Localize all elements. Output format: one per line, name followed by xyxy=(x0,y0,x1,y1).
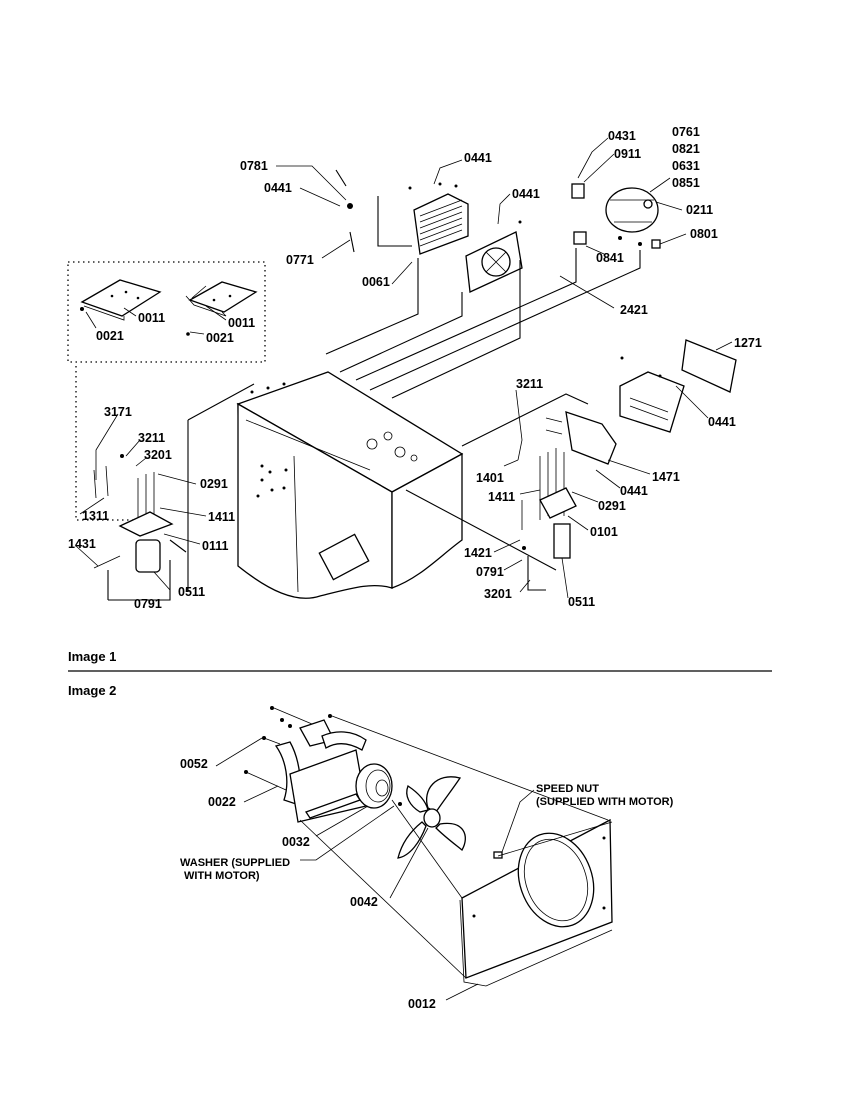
label-0441-b: 0441 xyxy=(464,151,492,165)
label-0791-left: 0791 xyxy=(134,597,162,611)
label-1411-right: 1411 xyxy=(488,490,515,504)
label-0841: 0841 xyxy=(596,251,624,265)
label-speed-nut-line2: (SUPPLIED WITH MOTOR) xyxy=(536,796,674,808)
inset-dotted-border xyxy=(67,261,266,363)
label-0101: 0101 xyxy=(590,525,618,539)
small-parts xyxy=(93,169,526,550)
label-2421: 2421 xyxy=(620,303,648,317)
label-0441-a: 0441 xyxy=(264,181,292,195)
label-0021-a: 0021 xyxy=(96,329,124,343)
label-1431: 1431 xyxy=(68,537,96,551)
assembly-lines-image2 xyxy=(245,707,613,979)
label-1421: 1421 xyxy=(464,546,492,560)
label-3171: 3171 xyxy=(104,405,132,419)
label-0021-b: 0021 xyxy=(206,331,234,345)
label-3211-left: 3211 xyxy=(138,431,165,445)
capacitor-left xyxy=(93,472,174,573)
image2-caption: Image 2 xyxy=(68,683,116,698)
image1-exploded-view: 0431 0911 0761 0821 0631 0851 0781 0441 … xyxy=(67,125,762,611)
cabinet-body xyxy=(236,371,464,599)
fan-shroud xyxy=(465,220,523,293)
leader-lines-image2 xyxy=(215,737,535,1001)
assembly-lines xyxy=(107,196,641,601)
label-0441-e: 0441 xyxy=(620,484,648,498)
label-0022: 0022 xyxy=(208,795,236,809)
label-0781: 0781 xyxy=(240,159,268,173)
label-0111: 0111 xyxy=(202,539,228,553)
image1-caption: Image 1 xyxy=(68,649,116,664)
label-0012: 0012 xyxy=(408,997,436,1011)
part-labels-image2: 0052 0022 0032 WASHER (SUPPLIED WITH MOT… xyxy=(180,757,674,1011)
capacitor-right xyxy=(539,448,577,559)
label-0291-left: 0291 xyxy=(200,477,228,491)
label-washer-line1: WASHER (SUPPLIED xyxy=(180,857,290,869)
bracket-left xyxy=(80,279,162,321)
inset-dotted-border-lower xyxy=(75,366,140,521)
leader-lines-image1 xyxy=(75,137,733,599)
label-3201-right: 3201 xyxy=(484,587,512,601)
label-0511-left: 0511 xyxy=(178,585,205,599)
label-0791-right: 0791 xyxy=(476,565,504,579)
label-0761: 0761 xyxy=(672,125,700,139)
right-bracket xyxy=(545,411,617,465)
label-0291-right: 0291 xyxy=(598,499,626,513)
label-0441-c: 0441 xyxy=(512,187,540,201)
label-3201-left: 3201 xyxy=(144,448,172,462)
bracket-right xyxy=(185,281,258,336)
label-0431: 0431 xyxy=(608,129,636,143)
label-0911: 0911 xyxy=(614,147,641,161)
label-0511-right: 0511 xyxy=(568,595,595,609)
label-1271: 1271 xyxy=(734,336,762,350)
label-0011-a: 0011 xyxy=(138,311,165,325)
label-1311: 1311 xyxy=(82,509,109,523)
label-0011-b: 0011 xyxy=(228,316,255,330)
label-1411-left: 1411 xyxy=(208,510,235,524)
label-0441-d: 0441 xyxy=(708,415,736,429)
label-0851: 0851 xyxy=(672,176,700,190)
condenser-coil xyxy=(408,182,469,255)
part-labels-image1: 0431 0911 0761 0821 0631 0851 0781 0441 … xyxy=(68,125,762,611)
motor-bracket xyxy=(274,719,367,805)
label-1401: 1401 xyxy=(476,471,504,485)
label-0061: 0061 xyxy=(362,275,390,289)
label-1471: 1471 xyxy=(652,470,680,484)
label-0821: 0821 xyxy=(672,142,700,156)
label-0052: 0052 xyxy=(180,757,208,771)
label-3211-right: 3211 xyxy=(516,377,543,391)
label-0032: 0032 xyxy=(282,835,310,849)
label-0211: 0211 xyxy=(686,203,713,217)
fan-motor xyxy=(289,749,393,823)
label-0801: 0801 xyxy=(690,227,718,241)
label-0771: 0771 xyxy=(286,253,314,267)
fan-blade xyxy=(397,776,466,859)
label-0631: 0631 xyxy=(672,159,700,173)
fan-shroud-panel xyxy=(459,818,613,987)
cabinet-rivets xyxy=(250,382,288,498)
image2-fan-motor-assembly: 0052 0022 0032 WASHER (SUPPLIED WITH MOT… xyxy=(180,706,674,1011)
control-box xyxy=(619,339,737,433)
label-washer-line2: WITH MOTOR) xyxy=(184,870,260,882)
label-speed-nut-line1: SPEED NUT xyxy=(536,783,599,795)
compressor xyxy=(571,183,661,249)
label-0042: 0042 xyxy=(350,895,378,909)
